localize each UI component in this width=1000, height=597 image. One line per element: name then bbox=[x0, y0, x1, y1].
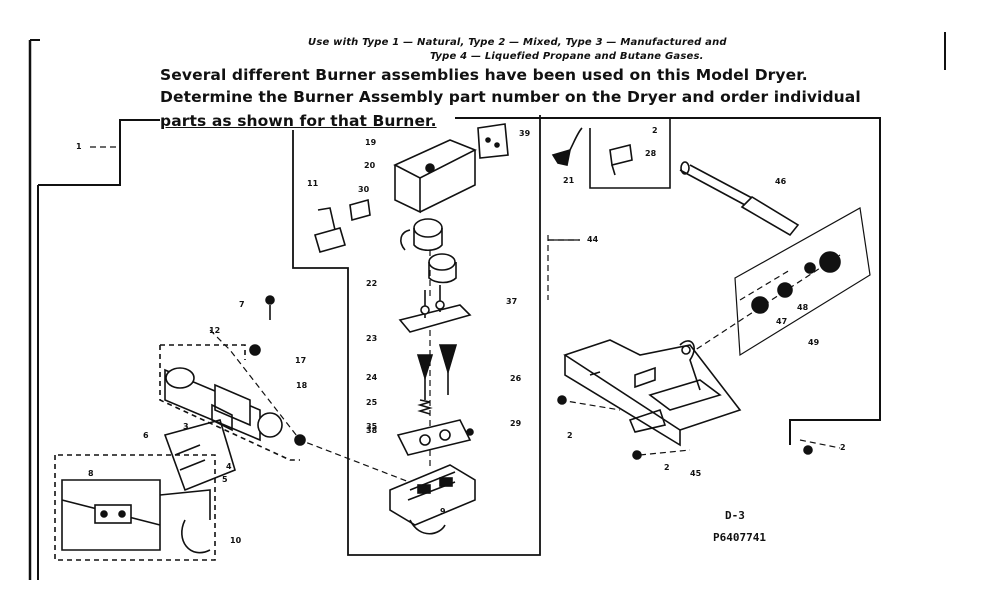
callout-38: 38 bbox=[366, 426, 378, 435]
callout-21: 21 bbox=[563, 176, 575, 185]
part-number: P6407741 bbox=[713, 531, 766, 544]
gas-type-line-1: Use with Type 1 — Natural, Type 2 — Mixe… bbox=[308, 37, 727, 48]
callout-7: 7 bbox=[239, 300, 245, 309]
callout-2: 2 bbox=[840, 443, 846, 452]
callout-29: 29 bbox=[510, 419, 522, 428]
callout-2: 2 bbox=[652, 126, 658, 135]
callout-1: 1 bbox=[76, 142, 82, 151]
callout-39: 39 bbox=[519, 129, 531, 138]
note-line-3: parts as shown for that Burner. bbox=[160, 112, 437, 130]
callout-11: 11 bbox=[307, 179, 319, 188]
callout-35: 35 bbox=[366, 422, 378, 431]
callout-2: 2 bbox=[664, 463, 670, 472]
callout-26: 26 bbox=[510, 374, 522, 383]
callout-28: 28 bbox=[645, 149, 657, 158]
callout-17: 17 bbox=[295, 356, 307, 365]
callout-49: 49 bbox=[808, 338, 820, 347]
callout-19: 19 bbox=[365, 138, 377, 147]
callout-4: 4 bbox=[226, 462, 232, 471]
callout-47: 47 bbox=[776, 317, 788, 326]
callout-22: 22 bbox=[366, 279, 378, 288]
callout-10: 10 bbox=[230, 536, 242, 545]
callout-37: 37 bbox=[506, 297, 518, 306]
callout-24: 24 bbox=[366, 373, 378, 382]
callout-9: 9 bbox=[440, 507, 446, 516]
callout-12: 12 bbox=[209, 326, 221, 335]
callout-23: 23 bbox=[366, 334, 378, 343]
gas-type-line-2: Type 4 — Liquefied Propane and Butane Ga… bbox=[430, 51, 704, 62]
callout-48: 48 bbox=[797, 303, 809, 312]
note-line-2: Determine the Burner Assembly part numbe… bbox=[160, 88, 861, 106]
callout-44: 44 bbox=[587, 235, 599, 244]
callout-6: 6 bbox=[143, 431, 149, 440]
diagram-code: D-3 bbox=[725, 509, 745, 522]
callout-5: 5 bbox=[222, 475, 228, 484]
callout-46: 46 bbox=[775, 177, 787, 186]
callout-8: 8 bbox=[88, 469, 94, 478]
callout-30: 30 bbox=[358, 185, 370, 194]
callout-25: 25 bbox=[366, 398, 378, 407]
callout-3: 3 bbox=[183, 422, 189, 431]
callout-20: 20 bbox=[364, 161, 376, 170]
callout-45: 45 bbox=[690, 469, 702, 478]
callout-2: 2 bbox=[567, 431, 573, 440]
note-line-1: Several different Burner assemblies have… bbox=[160, 66, 808, 84]
callout-18: 18 bbox=[296, 381, 308, 390]
